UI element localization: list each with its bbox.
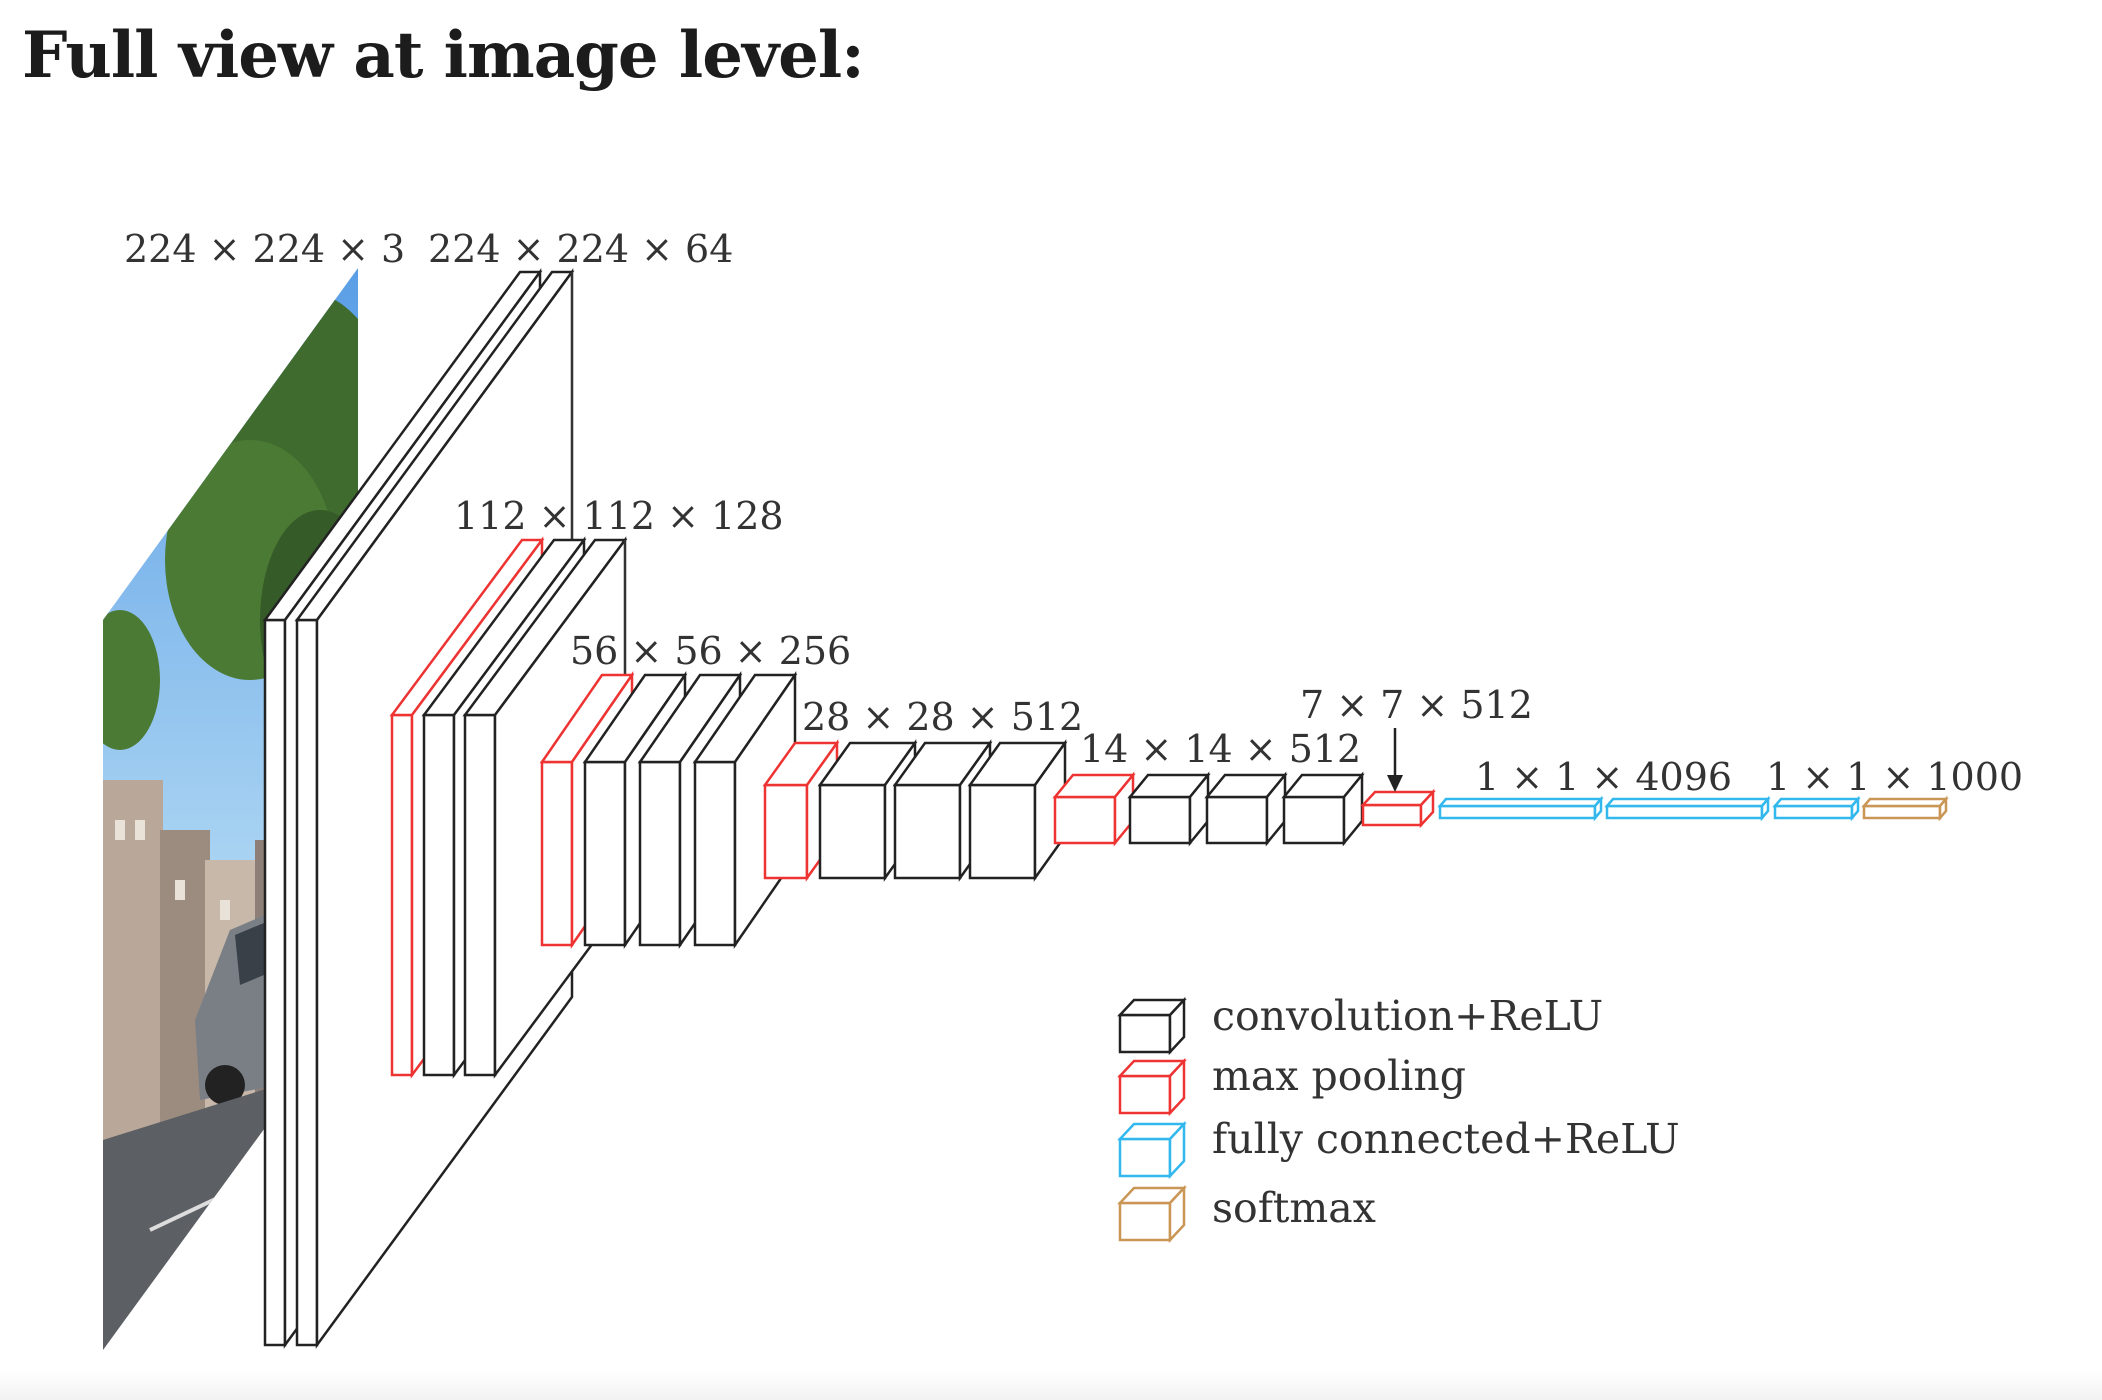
page-heading: Full view at image level: [22, 18, 865, 93]
conv5-layers [1127, 771, 1365, 847]
legend-label-softmax: softmax [1212, 1184, 1376, 1232]
conv4-layers [817, 739, 1068, 882]
down-arrow-icon [1387, 728, 1403, 792]
conv3-layers [582, 670, 798, 950]
dim-label-conv1: 224 × 224 × 64 [428, 227, 733, 271]
bottom-fade [0, 1370, 2102, 1400]
legend-label-convolution: convolution+ReLU [1212, 992, 1603, 1040]
dim-label-fc: 1 × 1 × 4096 [1475, 755, 1732, 799]
pool5-layer [1360, 788, 1436, 829]
legend-item-convolution: convolution+ReLU [1117, 992, 1603, 1056]
dim-label-pool5: 7 × 7 × 512 [1300, 683, 1533, 727]
pool4-layer [1052, 771, 1136, 847]
dim-label-conv5: 14 × 14 × 512 [1080, 727, 1361, 771]
dim-label-input: 224 × 224 × 3 [124, 227, 405, 271]
fc-layers [1437, 795, 1861, 822]
legend-label-fully-connected: fully connected+ReLU [1212, 1115, 1680, 1163]
legend-swatch-softmax [1117, 1184, 1187, 1244]
legend-swatch-fully-connected [1117, 1120, 1187, 1180]
legend-swatch-max-pooling [1117, 1057, 1187, 1117]
dim-label-softmax: 1 × 1 × 1000 [1766, 755, 2023, 799]
legend: convolution+ReLU max pooling fully conne… [1117, 992, 1680, 1244]
legend-label-max-pooling: max pooling [1212, 1052, 1466, 1100]
legend-item-softmax: softmax [1117, 1184, 1376, 1244]
legend-swatch-convolution [1117, 996, 1187, 1056]
legend-item-max-pooling: max pooling [1117, 1052, 1466, 1117]
dim-label-conv2: 112 × 112 × 128 [454, 494, 784, 538]
softmax-layer [1861, 795, 1949, 822]
legend-item-fully-connected: fully connected+ReLU [1117, 1115, 1680, 1180]
dim-label-conv4: 28 × 28 × 512 [802, 695, 1083, 739]
dim-label-conv3: 56 × 56 × 256 [570, 629, 851, 673]
